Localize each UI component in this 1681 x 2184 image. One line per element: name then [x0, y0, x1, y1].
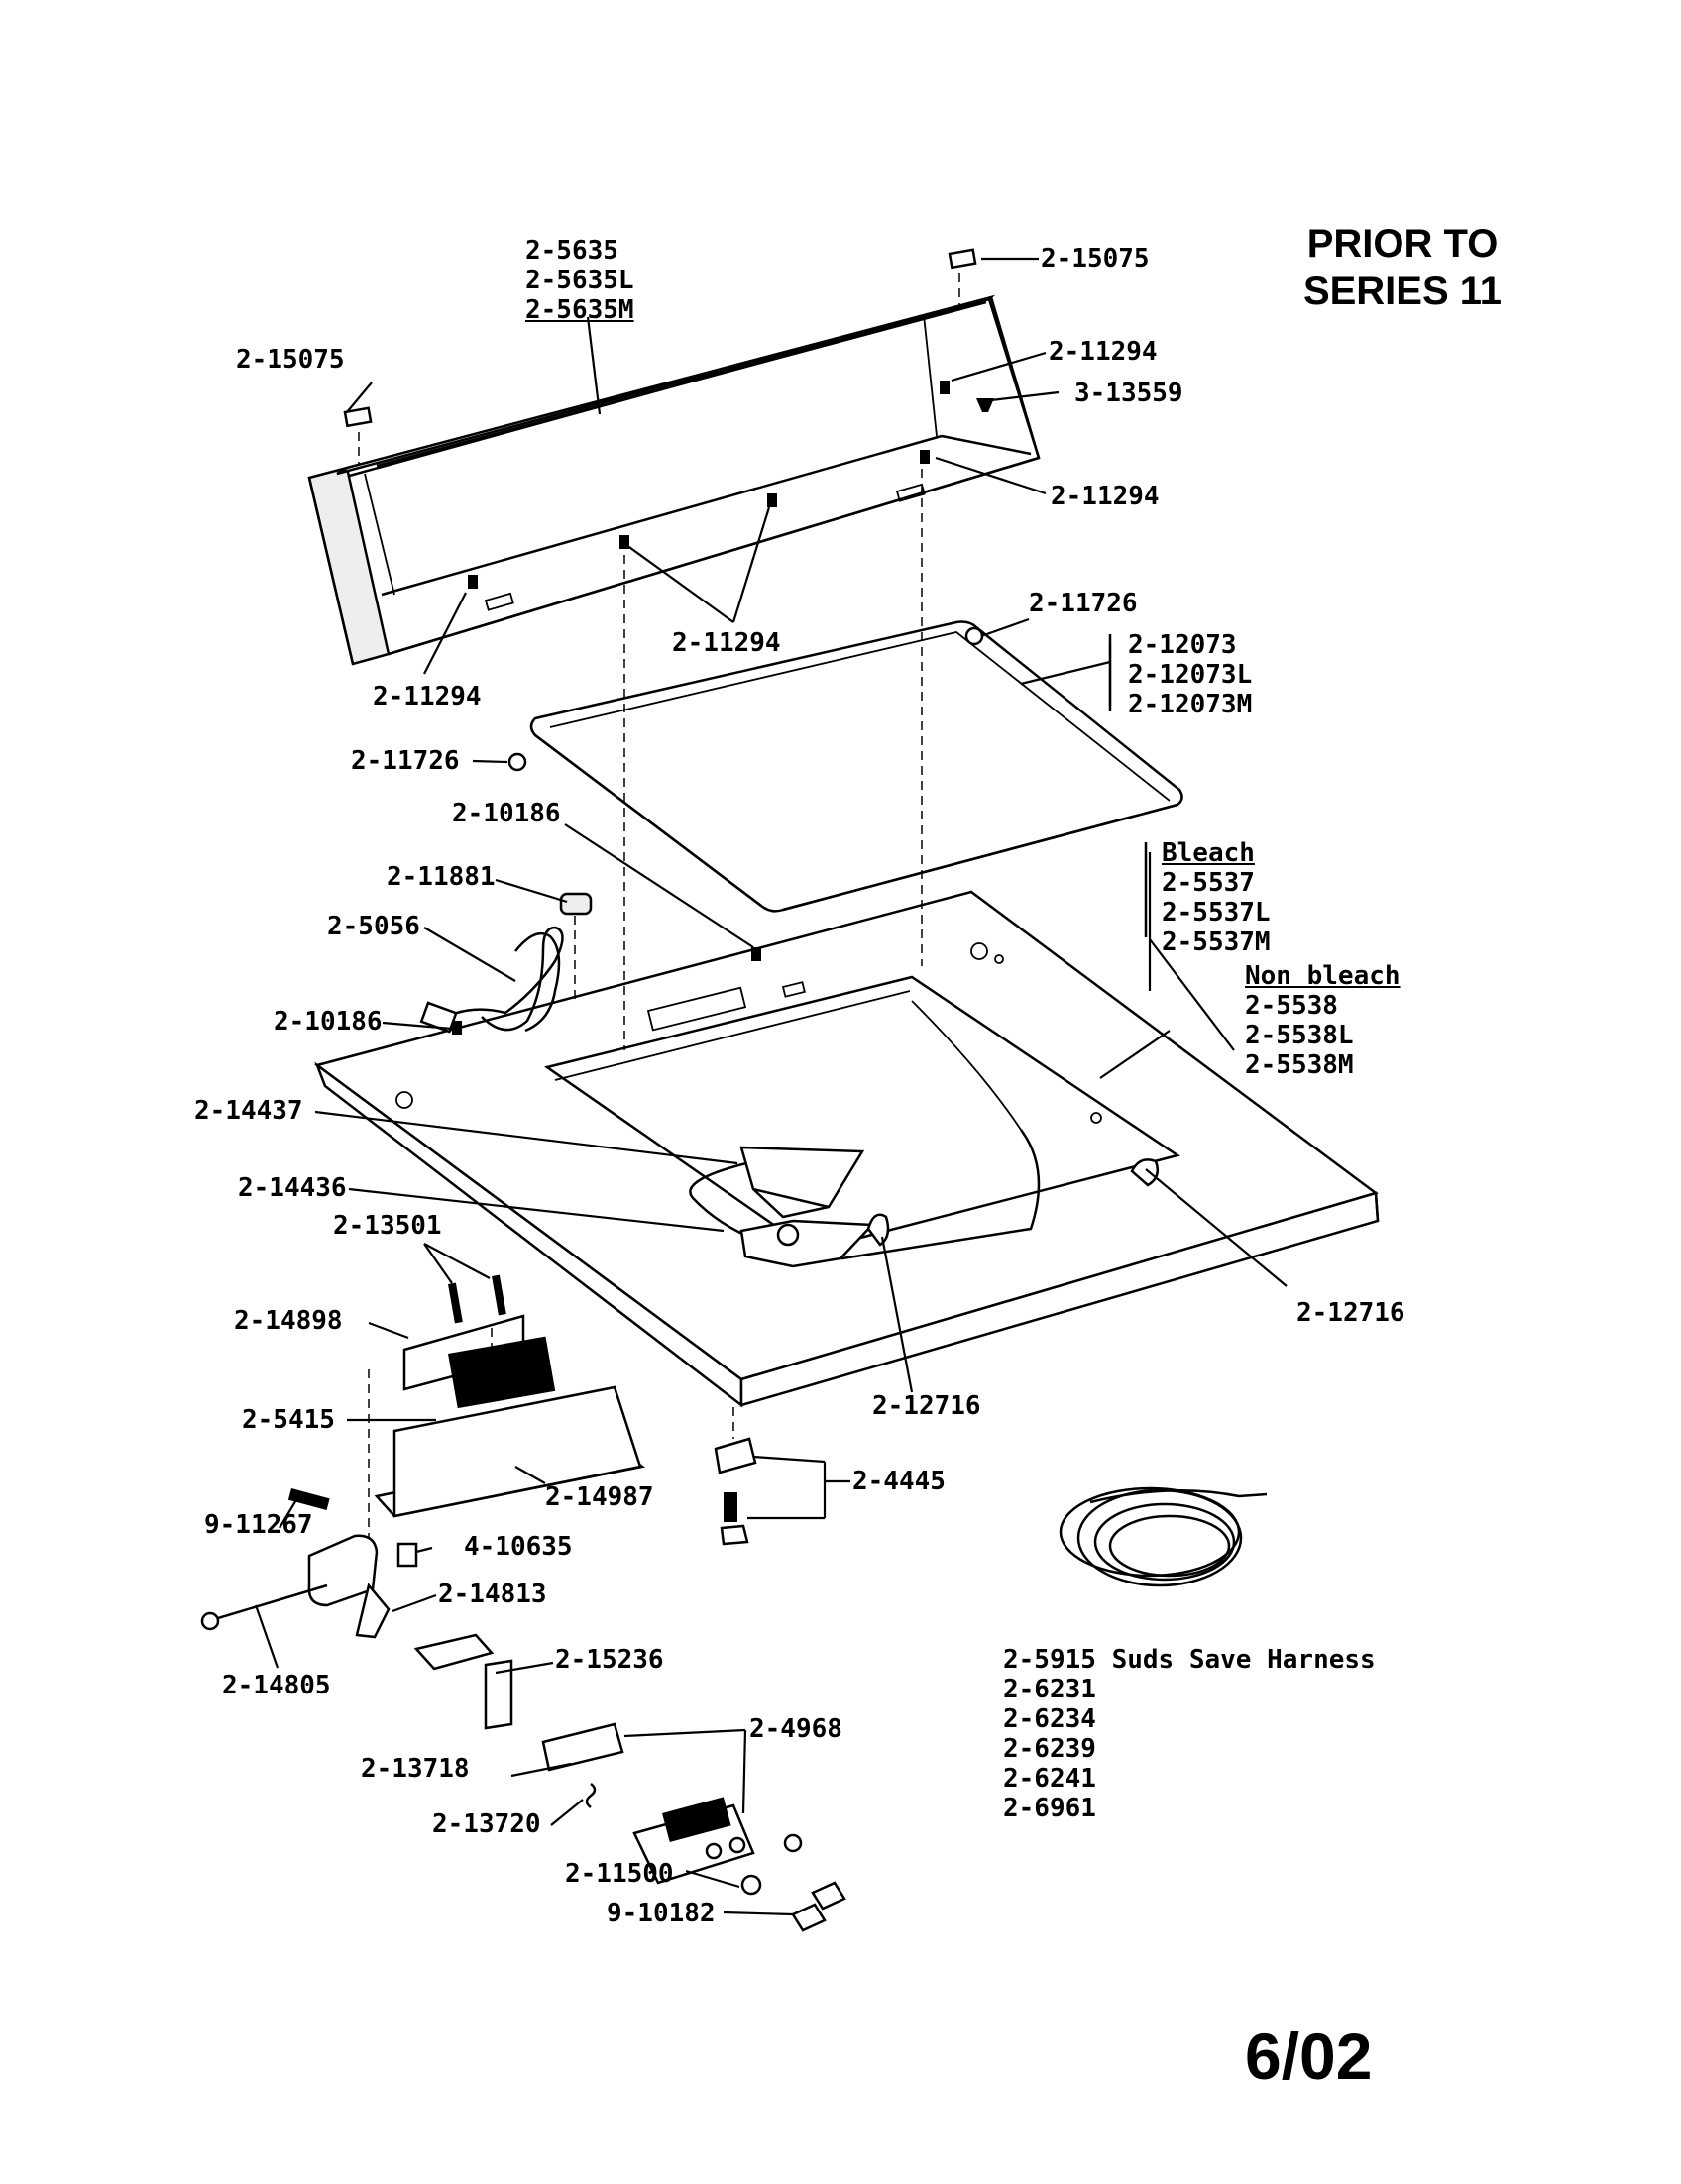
label-nonbleach-c: 2-5538M [1245, 1050, 1354, 1080]
label-bleach-a: 2-5537 [1162, 868, 1255, 898]
label-screw-right-upper: 2-11294 [1049, 337, 1158, 367]
bumper-right-icon [964, 626, 984, 646]
label-bumper-right: 2-11726 [1029, 589, 1138, 618]
hinge-screw-icon [724, 1492, 737, 1522]
harness-icon [1059, 1486, 1268, 1587]
label-bumper-front: 2-12716 [872, 1391, 981, 1421]
power-cord [419, 892, 593, 1034]
label-lid-b: 2-12073L [1128, 660, 1253, 690]
label-rod: 2-14805 [222, 1671, 331, 1700]
label-hinge-hardware: 2-4445 [852, 1467, 946, 1496]
label-nonbleach-a: 2-5538 [1245, 991, 1338, 1021]
label-lid-a: 2-12073 [1128, 630, 1237, 660]
label-latch: 2-4968 [749, 1714, 842, 1744]
clip-left-icon [343, 406, 373, 428]
label-power-cord: 2-5056 [327, 912, 420, 941]
harness-line-6: 2-6961 [1003, 1794, 1096, 1823]
screw-icon [751, 947, 761, 961]
bumper-left-icon [507, 752, 527, 772]
clip-right-icon [948, 248, 977, 270]
label-washer: 2-11500 [565, 1859, 674, 1889]
label-console-c: 2-5635M [525, 295, 634, 325]
label-bracket: 2-14898 [234, 1306, 343, 1336]
latch [541, 1722, 846, 1932]
label-actuator: 2-15236 [555, 1645, 664, 1675]
label-screw-top-mid: 2-10186 [452, 799, 561, 828]
label-dispenser-base: 2-14436 [238, 1173, 347, 1203]
harness-line-4: 2-6239 [1003, 1734, 1096, 1764]
callout-leaders [254, 257, 1288, 1916]
label-nonbleach-b: 2-5538L [1245, 1021, 1354, 1050]
label-screw-left: 2-11294 [373, 682, 482, 711]
label-clip-top-left: 2-15075 [236, 345, 345, 375]
label-lever-arm: 2-14813 [438, 1580, 547, 1609]
label-plug-button: 3-13559 [1074, 379, 1183, 408]
label-console-a: 2-5635 [525, 236, 618, 266]
top-cover [314, 890, 1380, 1408]
label-bumper-rear: 2-12716 [1296, 1298, 1405, 1328]
title-line-2: SERIES 11 [1302, 270, 1503, 313]
label-screw-bolt: 9-11267 [204, 1510, 313, 1540]
label-bleach-heading: Bleach [1162, 838, 1255, 868]
screw-icon [452, 1021, 462, 1035]
harness-line-1: 2-5915 Suds Save Harness [1003, 1645, 1376, 1675]
harness-line-3: 2-6234 [1003, 1704, 1096, 1734]
title-line-1: PRIOR TO [1306, 222, 1499, 266]
switch-assembly [368, 1274, 646, 1546]
harness-line-2: 2-6231 [1003, 1675, 1096, 1704]
label-bumper-left: 2-11726 [351, 746, 460, 776]
label-screw-right-lower: 2-11294 [1051, 482, 1160, 511]
label-nonbleach-heading: Non bleach [1245, 961, 1401, 991]
label-bracket-screws: 2-13501 [333, 1211, 442, 1241]
control-console [307, 294, 1041, 666]
harness-list: 2-5915 Suds Save Harness 2-6231 2-6234 2… [1003, 1645, 1376, 1823]
label-clip-top-right: 2-15075 [1041, 244, 1150, 273]
label-bleach-c: 2-5537M [1162, 928, 1271, 957]
label-cord-clip: 2-11881 [387, 862, 496, 892]
label-bleach-b: 2-5537L [1162, 898, 1271, 928]
page-title: PRIOR TO SERIES 11 [1279, 220, 1526, 315]
label-nut-clip: 4-10635 [464, 1532, 573, 1562]
label-switch: 2-5415 [242, 1405, 335, 1435]
label-lid-c: 2-12073M [1128, 690, 1253, 719]
label-screw-top-left: 2-10186 [274, 1007, 383, 1037]
harness-line-5: 2-6241 [1003, 1764, 1096, 1794]
lid [529, 620, 1183, 913]
label-console-b: 2-5635L [525, 266, 634, 295]
label-insulator: 2-14987 [545, 1482, 654, 1512]
hinge-nut-icon [720, 1524, 749, 1546]
linkage [200, 1487, 513, 1730]
label-screw-middle: 2-11294 [672, 628, 781, 658]
hinge-clip-icon [714, 1437, 757, 1474]
label-dispenser-cup: 2-14437 [194, 1096, 303, 1126]
label-bolt: 9-10182 [607, 1899, 716, 1928]
revision-date: 6/02 [1245, 2020, 1373, 2093]
label-latch-bracket: 2-13718 [361, 1754, 470, 1784]
label-spring: 2-13720 [432, 1809, 541, 1839]
